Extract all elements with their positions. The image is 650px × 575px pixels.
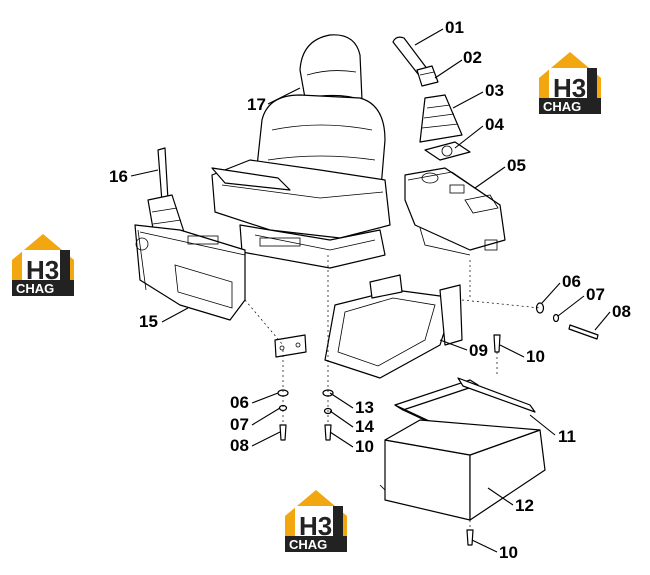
boot-part-03: [419, 94, 463, 143]
callout-07-left: 07: [230, 415, 249, 434]
callout-08-right: 08: [612, 302, 631, 321]
washer-06-right: [535, 302, 545, 314]
callout-01: 01: [445, 18, 464, 37]
lever-part-16: [147, 147, 186, 241]
callout-labels: 01 02 03 04 05 06 07 08 09 10 11 12 13 1…: [109, 18, 631, 562]
watermark-logo-left: H3 CHAG: [12, 234, 74, 296]
callout-04: 04: [485, 115, 504, 134]
mounting-plate-part-09: [274, 274, 463, 379]
watermark-logo-right: H3 CHAG: [539, 52, 601, 114]
callout-17: 17: [247, 95, 266, 114]
callout-14: 14: [355, 417, 374, 436]
plate-part-04: [424, 141, 471, 161]
watermark-text-bottom: CHAG: [543, 99, 581, 114]
callout-15: 15: [139, 312, 158, 331]
collar-part-02: [416, 65, 439, 87]
left-console-part-15: [134, 224, 246, 321]
assembly-lines: [244, 255, 541, 530]
right-console-part-05: [404, 167, 506, 256]
callout-08-left: 08: [230, 436, 249, 455]
bolt-10-center: [324, 424, 332, 441]
callout-07-right: 07: [586, 285, 605, 304]
callout-05: 05: [507, 156, 526, 175]
callout-09: 09: [469, 341, 488, 360]
callout-11: 11: [558, 427, 576, 446]
callout-12: 12: [515, 496, 534, 515]
bolt-08-right: [568, 324, 599, 340]
callout-03: 03: [485, 81, 504, 100]
seat-part-17: [211, 34, 391, 269]
callout-16: 16: [109, 167, 128, 186]
watermark-logo-bottom: H3 CHAG: [285, 490, 347, 552]
callout-06-right: 06: [562, 272, 581, 291]
lockwasher-07-right: [552, 313, 560, 323]
callout-10-center: 10: [355, 437, 374, 456]
bolt-10-bottom: [466, 529, 474, 546]
callout-06-left: 06: [230, 393, 249, 412]
callout-10-top: 10: [526, 347, 545, 366]
bolt-08-left: [279, 424, 287, 441]
leader-lines: [130, 28, 611, 553]
bolt-10-top: [493, 334, 501, 353]
callout-10-bottom: 10: [499, 543, 518, 562]
callout-13: 13: [355, 398, 374, 417]
watermark-text-bottom: CHAG: [16, 281, 54, 296]
callout-02: 02: [463, 48, 482, 67]
watermark-text-bottom: CHAG: [289, 537, 327, 552]
base-box-part-12: [379, 419, 546, 521]
